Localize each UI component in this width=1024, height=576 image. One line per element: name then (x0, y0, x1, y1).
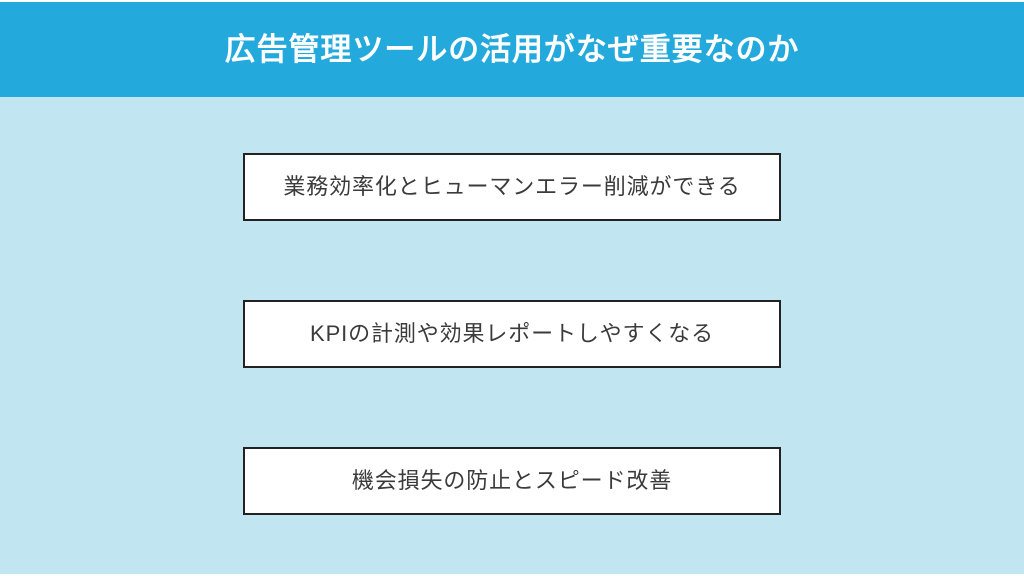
reason-box-opportunity: 機会損失の防止とスピード改善 (243, 447, 781, 515)
header-band: 広告管理ツールの活用がなぜ重要なのか (0, 2, 1024, 97)
page-title: 広告管理ツールの活用がなぜ重要なのか (224, 32, 800, 67)
reason-box-label: 業務効率化とヒューマンエラー削減ができる (283, 174, 741, 199)
reason-box-label: KPIの計測や効果レポートしやすくなる (310, 321, 714, 346)
reason-box-label: 機会損失の防止とスピード改善 (351, 468, 673, 493)
reason-box-kpi: KPIの計測や効果レポートしやすくなる (243, 300, 781, 368)
reason-box-efficiency: 業務効率化とヒューマンエラー削減ができる (243, 153, 781, 221)
